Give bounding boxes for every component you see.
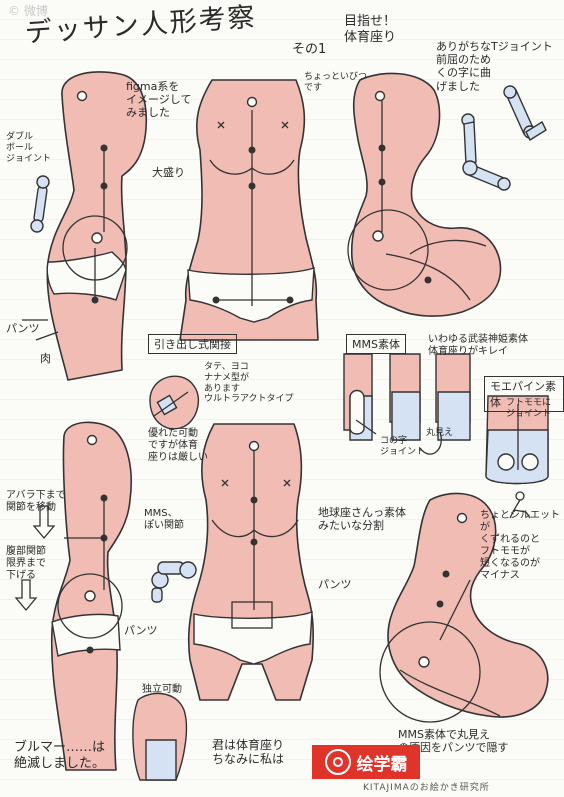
panties-label-right: パンツ <box>318 578 352 591</box>
independent-hip-icon <box>132 692 188 781</box>
figure-top-center-front <box>179 79 319 341</box>
figure-bottom-left-side <box>50 421 133 771</box>
armor-note: いわゆる武装神姫素体 体育座りがキレイ <box>428 334 528 357</box>
pull-out-joint-box: 引き出し式関接 <box>148 334 237 354</box>
bloomers-note: ブルマー……は 絶滅しました。 <box>14 740 106 771</box>
panties-label-top: パンツ <box>6 322 40 335</box>
goal-label: 目指せ！ 体育座り <box>344 14 397 45</box>
posing-figure-icon <box>509 491 531 519</box>
ko-joint-label: コの字 ジョイント <box>380 436 426 457</box>
double-ball-joint-label: ダブル ボール ジョイント <box>6 132 52 164</box>
logo-mark-icon <box>324 749 351 775</box>
figma-note: figma系を イメージして みました <box>126 80 192 120</box>
panties-label-mid: パンツ <box>124 624 158 637</box>
t-joint-icon <box>461 85 547 191</box>
flesh-label: 肉 <box>40 352 51 365</box>
slightly-different-note: ちょっといびつ です <box>304 72 368 93</box>
mms-element-legs <box>343 353 471 455</box>
armpit-note: アバラ下まで 関節を移動 <box>6 490 66 513</box>
arrow-down-icon <box>32 505 56 540</box>
sphere-element-note: 地球座さんっ素体 みたいな分割 <box>318 506 406 533</box>
site-logo: 绘学霸 <box>312 745 420 779</box>
closing-note: 君は体育座り ちなみに私は <box>212 738 285 767</box>
arrow-down-icon <box>14 579 38 612</box>
silhouette-note: ちょとシルエットが くずれるのと フトモモが 短くなるのが マイナス <box>480 510 560 581</box>
title-subtitle: その1 <box>292 42 327 57</box>
exaggeration-note: 大盛り <box>152 166 185 179</box>
t-joint-note: ありがちなTジョイント 前屈のため くの字に曲 げました <box>436 40 553 93</box>
abdomen-note: 腹部関節 限界まで 下げる <box>6 546 46 581</box>
pull-out-joint-icon <box>149 375 199 430</box>
figure-bottom-center-front <box>187 423 314 701</box>
credit-line: KITAJIMAのお絵かき研究所 <box>363 783 490 793</box>
logo-text: 绘学霸 <box>356 754 408 775</box>
movable-note: 優れた可動 ですが体育 座りは厳しい <box>148 428 208 463</box>
mms-element-box: MMS素体 <box>346 334 406 354</box>
double-ball-joint-icon <box>30 175 50 233</box>
moe-pine-box: モエパイン素体 <box>484 376 564 412</box>
moe-pine-element-legs <box>485 395 549 485</box>
figure-top-left-side <box>46 71 148 381</box>
mms-joint-note: MMS、 ぽい関節 <box>144 508 184 531</box>
figure-top-right-seated <box>347 72 502 317</box>
watermark-text: © 微博 <box>8 4 48 18</box>
figure-bottom-right-seated <box>379 492 549 723</box>
thigh-joint-label: フトモモに ジョイント <box>506 398 552 419</box>
round-visible-label: 丸見え <box>426 428 454 438</box>
vertical-horizontal-note: タテ、ヨコ ナナメ型が あります ウルトラアクトタイプ <box>204 362 294 405</box>
mms-ball-joint-icon <box>151 561 197 603</box>
independent-move-label: 独立可動 <box>142 684 182 695</box>
mms-round-note: MMS素体で丸見え の原因をパンツで隠す <box>398 728 509 755</box>
